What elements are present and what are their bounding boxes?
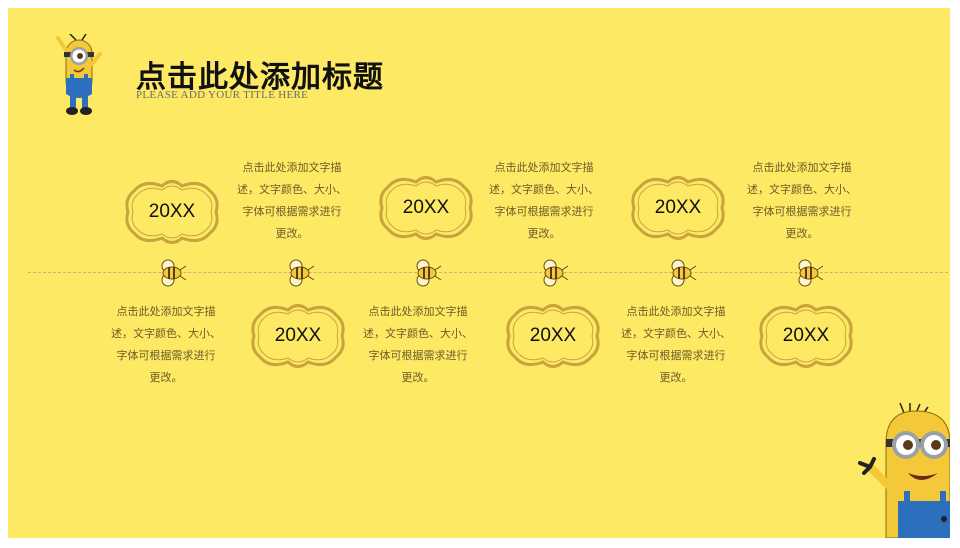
description-5[interactable]: 点击此处添加文字描 述，文字颜色、大小、 字体可根据需求进行 更改。 <box>616 301 736 389</box>
year-badge-6[interactable]: 20XX <box>756 301 856 371</box>
description-line: 点击此处添加文字描 <box>116 306 216 318</box>
description-line: 字体可根据需求进行 <box>242 206 342 218</box>
description-line: 字体可根据需求进行 <box>752 206 852 218</box>
badge-frame-icon <box>506 304 600 368</box>
description-line: 述，文字颜色、大小、 <box>747 184 857 196</box>
year-label: 20XX <box>782 325 830 346</box>
slide-subtitle[interactable]: PLEASE ADD YOUR TITLE HERE <box>136 89 309 101</box>
bee-icon <box>416 259 442 287</box>
description-line: 述，文字颜色、大小、 <box>237 184 347 196</box>
description-line: 述，文字颜色、大小、 <box>489 184 599 196</box>
year-label: 20XX <box>402 197 450 218</box>
description-line: 字体可根据需求进行 <box>116 350 216 362</box>
year-badge-3[interactable]: 20XX <box>376 173 476 243</box>
badge-frame-icon <box>759 304 853 368</box>
description-line: 点击此处添加文字描 <box>242 162 342 174</box>
slide-title[interactable]: 点击此处添加标题 <box>136 60 384 95</box>
description-line: 述，文字颜色、大小、 <box>111 328 221 340</box>
year-label: 20XX <box>148 201 196 222</box>
bee-icon <box>289 259 315 287</box>
description-3[interactable]: 点击此处添加文字描 述，文字颜色、大小、 字体可根据需求进行 更改。 <box>358 301 478 389</box>
description-line: 更改。 <box>527 228 561 240</box>
description-2[interactable]: 点击此处添加文字描 述，文字颜色、大小、 字体可根据需求进行 更改。 <box>232 157 352 245</box>
year-badge-5[interactable]: 20XX <box>628 173 728 243</box>
minion-icon <box>858 403 950 538</box>
description-line: 更改。 <box>785 228 819 240</box>
description-1[interactable]: 点击此处添加文字描 述，文字颜色、大小、 字体可根据需求进行 更改。 <box>106 301 226 389</box>
description-line: 点击此处添加文字描 <box>626 306 726 318</box>
bee-icon <box>798 259 824 287</box>
description-line: 点击此处添加文字描 <box>494 162 594 174</box>
minion-icon <box>56 34 102 115</box>
bee-icon <box>671 259 697 287</box>
badge-frame-icon <box>379 176 473 240</box>
description-4[interactable]: 点击此处添加文字描 述，文字颜色、大小、 字体可根据需求进行 更改。 <box>484 157 604 245</box>
year-label: 20XX <box>654 197 702 218</box>
description-6[interactable]: 点击此处添加文字描 述，文字颜色、大小、 字体可根据需求进行 更改。 <box>742 157 862 245</box>
description-line: 字体可根据需求进行 <box>626 350 726 362</box>
year-badge-2[interactable]: 20XX <box>248 301 348 371</box>
bee-icon <box>161 259 187 287</box>
description-line: 更改。 <box>149 372 183 384</box>
bee-icon <box>543 259 569 287</box>
year-badge-1[interactable]: 20XX <box>122 177 222 247</box>
year-label: 20XX <box>529 325 577 346</box>
badge-frame-icon <box>125 180 219 244</box>
description-line: 述，文字颜色、大小、 <box>363 328 473 340</box>
year-label: 20XX <box>274 325 322 346</box>
description-line: 更改。 <box>401 372 435 384</box>
description-line: 点击此处添加文字描 <box>752 162 852 174</box>
year-badge-4[interactable]: 20XX <box>503 301 603 371</box>
description-line: 点击此处添加文字描 <box>368 306 468 318</box>
description-line: 述，文字颜色、大小、 <box>621 328 731 340</box>
description-line: 字体可根据需求进行 <box>368 350 468 362</box>
description-line: 更改。 <box>275 228 309 240</box>
slide: 点击此处添加标题 PLEASE ADD YOUR TITLE HERE 20XX… <box>8 8 950 538</box>
description-line: 更改。 <box>659 372 693 384</box>
badge-frame-icon <box>251 304 345 368</box>
badge-frame-icon <box>631 176 725 240</box>
timeline-line <box>28 272 948 273</box>
description-line: 字体可根据需求进行 <box>494 206 594 218</box>
